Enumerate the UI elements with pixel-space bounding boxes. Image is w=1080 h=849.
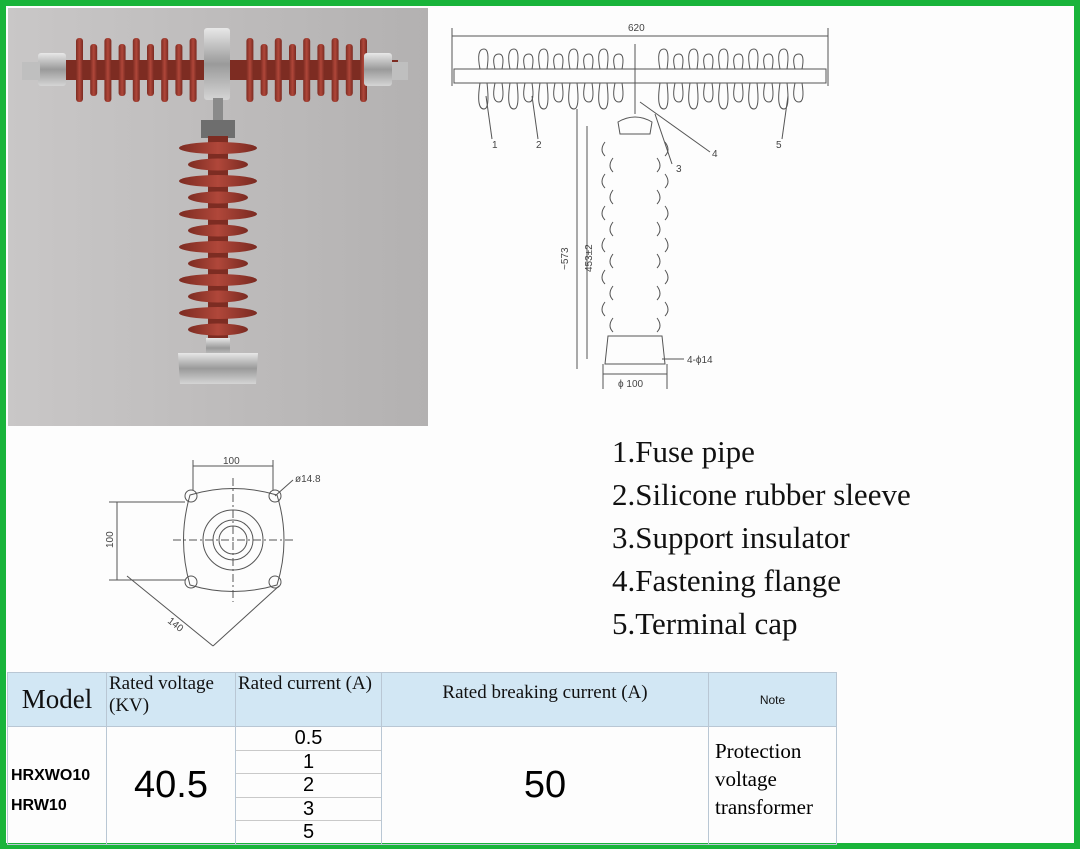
flange-width: 100 — [223, 456, 240, 467]
model-cell: HRXWO10 HRW10 — [7, 726, 107, 845]
current-value: 0.5 — [236, 727, 381, 751]
current-cell: 0.5 1 2 3 5 — [235, 726, 382, 845]
table-row: HRXWO10 HRW10 40.5 0.5 1 2 3 5 50 Protec… — [7, 726, 837, 845]
breaking-value: 50 — [381, 726, 709, 845]
dim-height-total: ~573 — [560, 247, 571, 270]
legend-item: 2.Silicone rubber sleeve — [612, 477, 911, 512]
header-note: Note — [708, 672, 837, 727]
current-value: 2 — [236, 774, 381, 798]
flange-hole: ø14.8 — [295, 474, 321, 485]
note-value: Protection voltage transformer — [708, 726, 837, 845]
part-number-3: 3 — [676, 164, 682, 175]
model-name: HRXWO10 — [11, 767, 91, 784]
table-header-row: Model Rated voltage (KV) Rated current (… — [7, 672, 837, 727]
dim-base: ϕ 100 — [618, 379, 644, 390]
flange-diagonal: 140 — [165, 616, 185, 635]
part-number-1: 1 — [492, 140, 498, 151]
flange-height: 100 — [105, 531, 116, 548]
header-voltage: Rated voltage (KV) — [106, 672, 236, 727]
part-number-4: 4 — [712, 149, 718, 160]
product-photo — [8, 8, 428, 426]
header-current: Rated current (A) — [235, 672, 382, 727]
current-value: 3 — [236, 798, 381, 821]
legend-item: 5.Terminal cap — [612, 606, 798, 641]
part-number-2: 2 — [536, 140, 542, 151]
legend-item: 3.Support insulator — [612, 520, 850, 555]
parts-legend: 1.Fuse pipe 2.Silicone rubber sleeve 3.S… — [612, 430, 911, 645]
flange-drawing: 100 100 140 ø14.8 — [95, 450, 340, 650]
legend-item: 4.Fastening flange — [612, 563, 842, 598]
current-value: 1 — [236, 751, 381, 774]
header-model: Model — [7, 672, 107, 727]
spec-table: Model Rated voltage (KV) Rated current (… — [7, 672, 837, 845]
legend-item: 1.Fuse pipe — [612, 434, 755, 469]
technical-drawing: 620 ~573 453±2 ϕ 100 4-ϕ14 1 2 3 4 5 — [440, 14, 840, 404]
voltage-value: 40.5 — [106, 726, 236, 845]
dim-bolt-holes: 4-ϕ14 — [687, 355, 713, 366]
part-number-5: 5 — [776, 140, 782, 151]
current-value: 5 — [302, 821, 315, 843]
dim-width: 620 — [628, 23, 645, 34]
model-name: HRW10 — [11, 797, 67, 814]
dim-height-inner: 453±2 — [584, 244, 595, 272]
header-breaking: Rated breaking current (A) — [381, 672, 709, 727]
